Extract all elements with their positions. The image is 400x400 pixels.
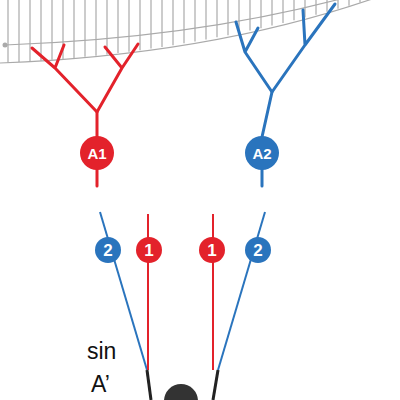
- axon: [261, 169, 264, 186]
- grid-line: [260, 0, 261, 28]
- grid-line: [315, 0, 316, 15]
- grid-line: [172, 0, 173, 45]
- outer-curve: [0, 0, 375, 63]
- grid-line: [139, 0, 140, 50]
- circle-fill: [95, 237, 121, 263]
- grid-line: [51, 0, 52, 60]
- blue-neuron: [236, 4, 335, 186]
- grid-line: [216, 0, 217, 37]
- grid-line: [249, 0, 250, 31]
- grid-line: [40, 0, 41, 61]
- grid-line: [84, 0, 85, 57]
- grid-line: [161, 0, 162, 47]
- circle-fill: [136, 237, 162, 263]
- grid-line: [359, 0, 360, 2]
- grid-line: [271, 0, 272, 26]
- grid-line: [117, 0, 118, 53]
- red-neuron: [32, 44, 138, 186]
- circle-fill: [80, 136, 114, 170]
- neuron-circle: A1: [80, 136, 114, 170]
- grid-line: [29, 0, 30, 61]
- dendrite: [97, 44, 138, 112]
- edge-dot: [3, 43, 8, 48]
- grid-line: [194, 0, 195, 41]
- grid-line: [73, 0, 74, 58]
- neuron-circle: 1: [136, 237, 162, 263]
- grid-line: [106, 0, 107, 54]
- blue-fiber: [218, 212, 265, 370]
- lens-array: [0, 0, 375, 63]
- axon: [96, 169, 99, 186]
- neuron-label: 2: [103, 242, 112, 259]
- neuron-label: A1: [87, 146, 106, 161]
- text-label: A’: [91, 373, 110, 396]
- neuron-circle: 2: [95, 237, 121, 263]
- grid-line: [95, 0, 96, 56]
- grid-line: [18, 0, 19, 62]
- circle-fill: [199, 237, 225, 263]
- fibers: [100, 212, 265, 400]
- grid-line: [348, 0, 349, 6]
- grid-line: [227, 0, 228, 35]
- grid-line: [150, 0, 151, 49]
- black-fiber: [213, 370, 218, 400]
- circle-fill: [245, 237, 271, 263]
- black-fiber: [147, 370, 151, 400]
- neuron-label: 1: [144, 242, 153, 259]
- grid-line: [183, 0, 184, 43]
- neuron-circle: A2: [245, 136, 279, 170]
- text-label: sin: [87, 340, 116, 363]
- dendrite: [272, 4, 335, 92]
- grid-line: [293, 0, 294, 20]
- neuron-circle: 2: [245, 237, 271, 263]
- grid-line: [205, 0, 206, 39]
- grid-line: [282, 0, 283, 23]
- cell-body: [164, 384, 198, 400]
- grid-line: [337, 0, 338, 9]
- circle-fill: [245, 136, 279, 170]
- dendrite: [236, 22, 272, 137]
- grid-line: [326, 0, 327, 12]
- dendrite: [32, 45, 97, 137]
- neuron-circle: 1: [199, 237, 225, 263]
- neuron-label: A2: [252, 146, 271, 161]
- grid-line: [370, 0, 371, 1]
- neuron-label: 2: [253, 242, 262, 259]
- neuron-label: 1: [207, 242, 216, 259]
- grid-line: [7, 0, 8, 63]
- grid-line: [128, 0, 129, 52]
